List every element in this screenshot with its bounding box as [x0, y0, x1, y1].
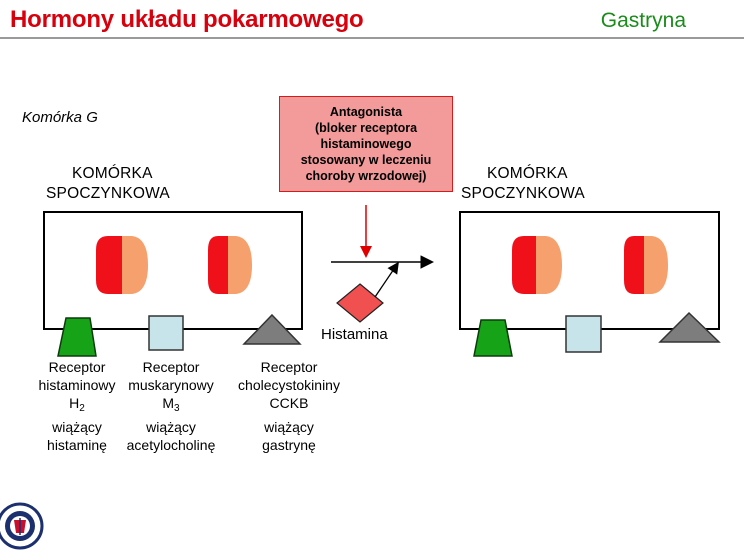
antagonist-box: Antagonista (bloker receptora histaminow… — [279, 96, 453, 192]
right-granule-2 — [624, 236, 668, 294]
header-divider — [0, 37, 744, 39]
histamine-molecule — [336, 283, 384, 323]
left-granule-1 — [96, 236, 148, 294]
right-cck-receptor — [658, 311, 721, 343]
page-title: Hormony układu pokarmowego — [10, 6, 364, 33]
muscarinic-caption-line4: wiążący — [146, 419, 196, 435]
right-cell-title-line1: KOMÓRKA — [487, 165, 568, 182]
muscarinic-caption-line5: acetylocholinę — [126, 437, 216, 453]
antagonist-line4: stosowany w leczeniu — [300, 153, 432, 167]
antagonist-line5: choroby wrzodowej) — [305, 169, 427, 183]
antagonist-line1: Antagonista — [329, 105, 403, 119]
histamine-caption-line5: histaminę — [47, 437, 107, 453]
cck-caption-line2: cholecystokininy — [238, 377, 340, 393]
right-granule-1 — [512, 236, 562, 294]
cck-caption-line5: gastrynę — [262, 437, 316, 453]
left-cell-title: KOMÓRKA SPOCZYNKOWA — [46, 164, 170, 204]
right-cell-title: KOMÓRKA SPOCZYNKOWA — [461, 164, 585, 204]
histamine-caption-line2: histaminowy — [38, 377, 116, 393]
antagonist-line3: histaminowego — [320, 137, 412, 151]
left-muscarinic-receptor — [148, 315, 184, 351]
cck-caption-line1: Receptor — [260, 359, 318, 375]
cck-caption-line3: CCKB — [269, 395, 309, 411]
left-cell-title-line1: KOMÓRKA — [72, 165, 153, 182]
right-muscarinic-receptor — [565, 315, 602, 353]
page-subtitle: Gastryna — [600, 9, 686, 32]
antagonist-line2: (bloker receptora — [314, 121, 418, 135]
university-seal-icon — [0, 502, 44, 550]
cell-type-label: Komórka G — [22, 109, 98, 126]
muscarinic-caption-line3: M3 — [162, 395, 180, 414]
cck-caption-line4: wiążący — [264, 419, 314, 435]
muscarinic-caption-line2: muskarynowy — [128, 377, 214, 393]
histamine-caption-line1: Receptor — [48, 359, 106, 375]
histamine-receptor-caption: Receptor histaminowy H2 wiążący histamin… — [16, 358, 138, 454]
histamine-caption-line3: H2 — [69, 395, 85, 414]
muscarinic-caption-line1: Receptor — [142, 359, 200, 375]
left-granule-2 — [208, 236, 252, 294]
left-cck-receptor — [242, 313, 302, 345]
left-histamine-receptor — [57, 317, 97, 357]
left-cell-title-line2: SPOCZYNKOWA — [46, 185, 170, 202]
muscarinic-receptor-caption: Receptor muskarynowy M3 wiążący acetyloc… — [112, 358, 230, 454]
cck-receptor-caption: Receptor cholecystokininy CCKB wiążący g… — [222, 358, 356, 454]
histamine-caption-line4: wiążący — [52, 419, 102, 435]
right-histamine-receptor — [473, 319, 513, 357]
histamine-arrow — [374, 261, 399, 298]
right-cell-title-line2: SPOCZYNKOWA — [461, 185, 585, 202]
histamine-label: Histamina — [321, 326, 388, 343]
